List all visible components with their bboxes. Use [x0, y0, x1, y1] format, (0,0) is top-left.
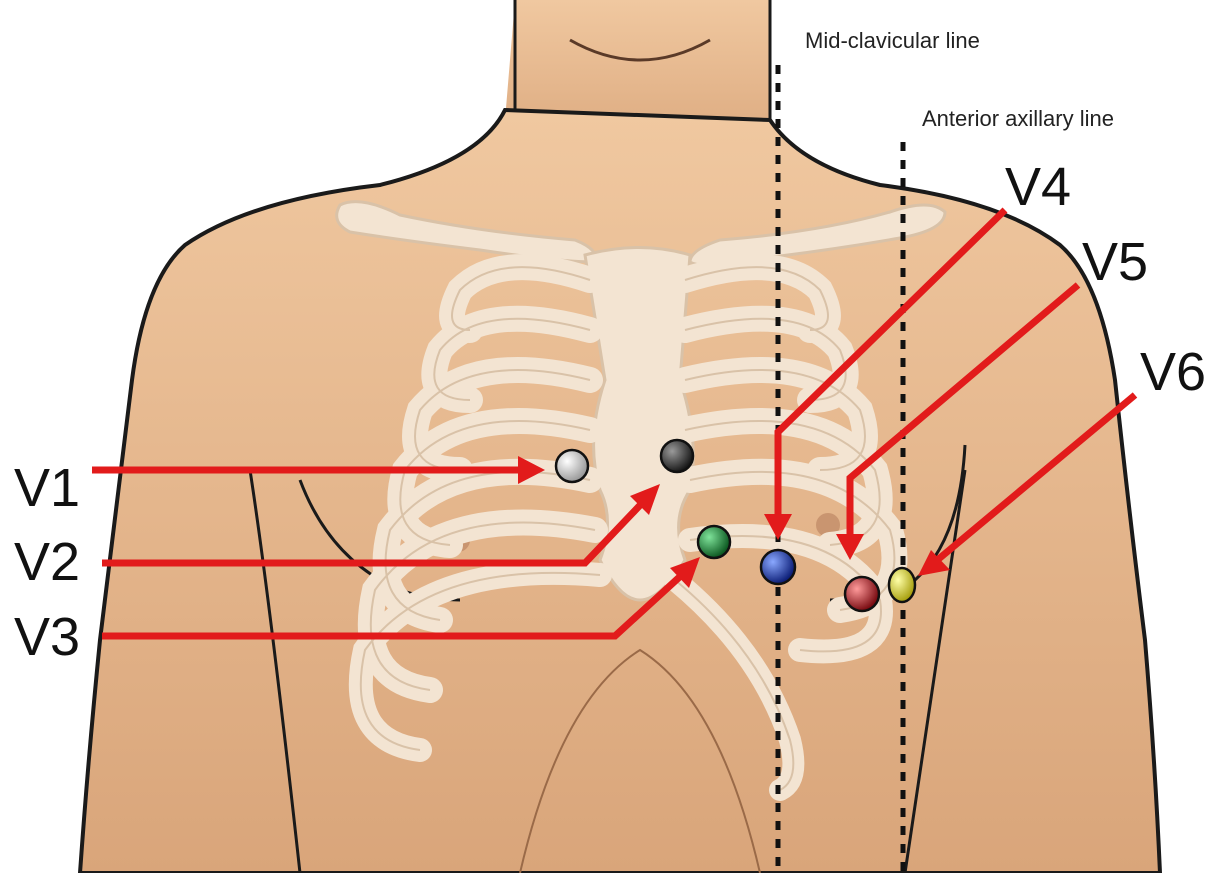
v6-electrode [889, 568, 915, 602]
v2-electrode [661, 440, 693, 472]
v4-electrode [761, 550, 795, 584]
v5-label: V5 [1082, 232, 1148, 292]
v5-electrode [845, 577, 879, 611]
anterior-axillary-line-label: Anterior axillary line [922, 106, 1114, 131]
v6-label: V6 [1140, 342, 1206, 402]
v4-label: V4 [1005, 157, 1071, 217]
v1-electrode [556, 450, 588, 482]
v3-electrode [698, 526, 730, 558]
mid-clavicular-line-label: Mid-clavicular line [805, 28, 980, 53]
v1-label: V1 [14, 458, 80, 518]
v3-label: V3 [14, 607, 80, 667]
v2-label: V2 [14, 532, 80, 592]
